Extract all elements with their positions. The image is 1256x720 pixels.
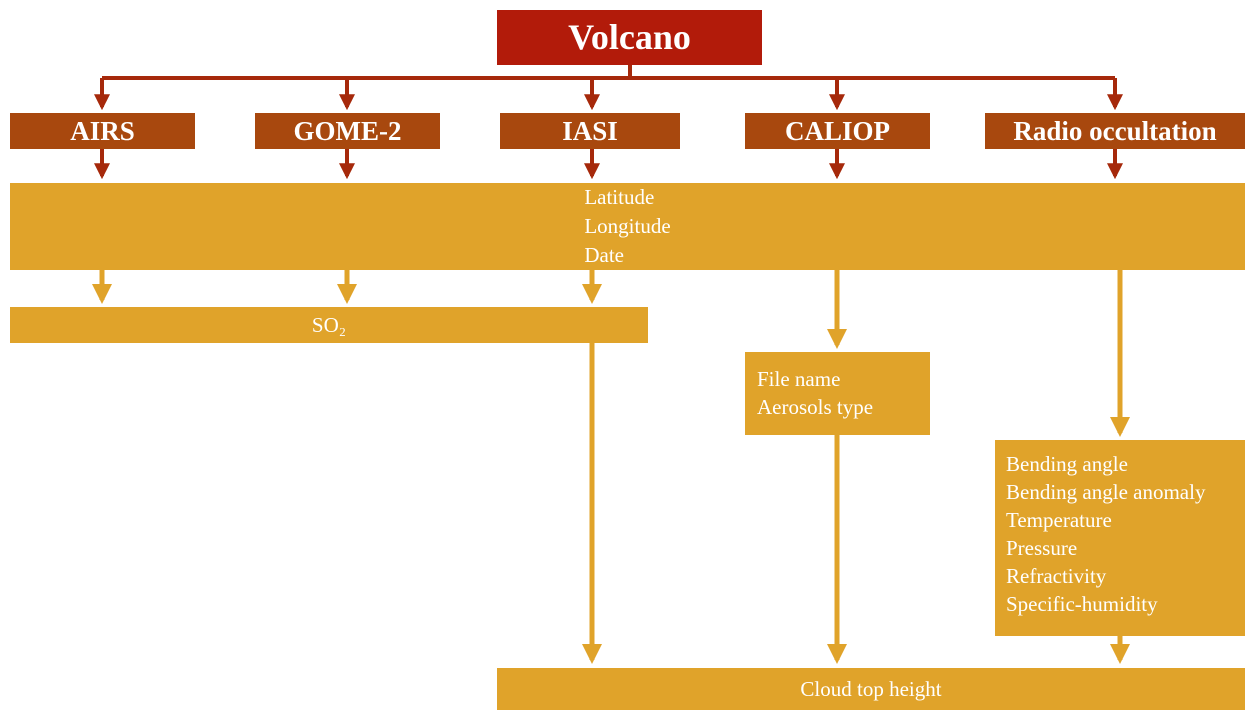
shared-field-latitude: Latitude bbox=[584, 185, 655, 209]
node-gome2: GOME-2 bbox=[255, 113, 440, 149]
radio-field-temperature: Temperature bbox=[1006, 508, 1112, 532]
radio-field-bending-angle-anomaly: Bending angle anomaly bbox=[1006, 480, 1206, 504]
shared-to-product-arrows bbox=[92, 270, 1130, 437]
node-iasi: IASI bbox=[500, 113, 680, 149]
node-volcano: Volcano bbox=[497, 10, 762, 65]
shared-field-date: Date bbox=[584, 243, 624, 267]
radio-field-bending-angle: Bending angle bbox=[1006, 452, 1128, 476]
product-to-output-arrows bbox=[582, 343, 1130, 664]
node-caliop: CALIOP bbox=[745, 113, 930, 149]
node-shared-fields: Latitude Longitude Date bbox=[10, 183, 1245, 270]
radio-field-specific-humidity: Specific-humidity bbox=[1006, 592, 1158, 616]
node-radio-fields: Bending angle Bending angle anomaly Temp… bbox=[995, 440, 1245, 636]
node-airs: AIRS bbox=[10, 113, 195, 149]
shared-field-longitude: Longitude bbox=[584, 214, 671, 238]
sensor-to-shared-arrows bbox=[94, 149, 1123, 180]
radio-field-refractivity: Refractivity bbox=[1006, 564, 1107, 588]
node-so2: SO₂ bbox=[10, 307, 648, 343]
volcano-tree-arrows bbox=[94, 65, 1123, 111]
node-caliop-fields: File name Aerosols type bbox=[745, 352, 930, 435]
caliop-field-aerosols-type: Aerosols type bbox=[757, 395, 874, 419]
caliop-field-file-name: File name bbox=[757, 367, 841, 391]
radio-field-pressure: Pressure bbox=[1006, 536, 1078, 560]
node-cloud-top-height: Cloud top height bbox=[497, 668, 1245, 710]
node-radio-occultation: Radio occultation bbox=[985, 113, 1245, 149]
